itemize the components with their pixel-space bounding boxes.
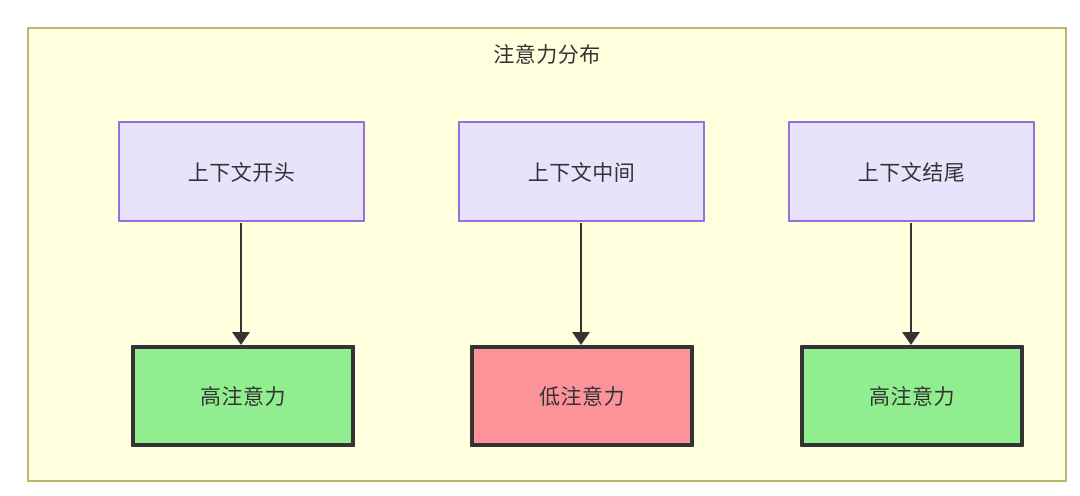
- node-low-attention-middle-label: 低注意力: [539, 386, 625, 409]
- node-high-attention-end[interactable]: 高注意力: [800, 345, 1024, 447]
- arrowhead-icon-3: [902, 332, 920, 345]
- node-low-attention-middle[interactable]: 低注意力: [470, 345, 694, 447]
- node-context-middle-label: 上下文中间: [527, 161, 636, 185]
- attention-distribution-subgraph: 注意力分布 上下文开头 上下文中间 上下文结尾 高注意力 低注意力 高注意力: [27, 27, 1067, 482]
- node-context-end-label: 上下文结尾: [857, 161, 966, 185]
- arrowhead-icon-2: [572, 332, 590, 345]
- subgraph-title: 注意力分布: [493, 44, 601, 67]
- edge-context-start-to-high-attention: [240, 223, 242, 336]
- node-context-middle[interactable]: 上下文中间: [458, 121, 705, 222]
- arrowhead-icon-1: [232, 332, 250, 345]
- node-high-attention-start[interactable]: 高注意力: [131, 345, 355, 447]
- edge-context-middle-to-low-attention: [580, 223, 582, 336]
- node-context-start[interactable]: 上下文开头: [118, 121, 365, 222]
- node-context-end[interactable]: 上下文结尾: [788, 121, 1035, 222]
- node-high-attention-end-label: 高注意力: [869, 386, 955, 409]
- node-context-start-label: 上下文开头: [187, 161, 296, 185]
- node-high-attention-start-label: 高注意力: [200, 386, 286, 409]
- edge-context-end-to-high-attention: [910, 223, 912, 336]
